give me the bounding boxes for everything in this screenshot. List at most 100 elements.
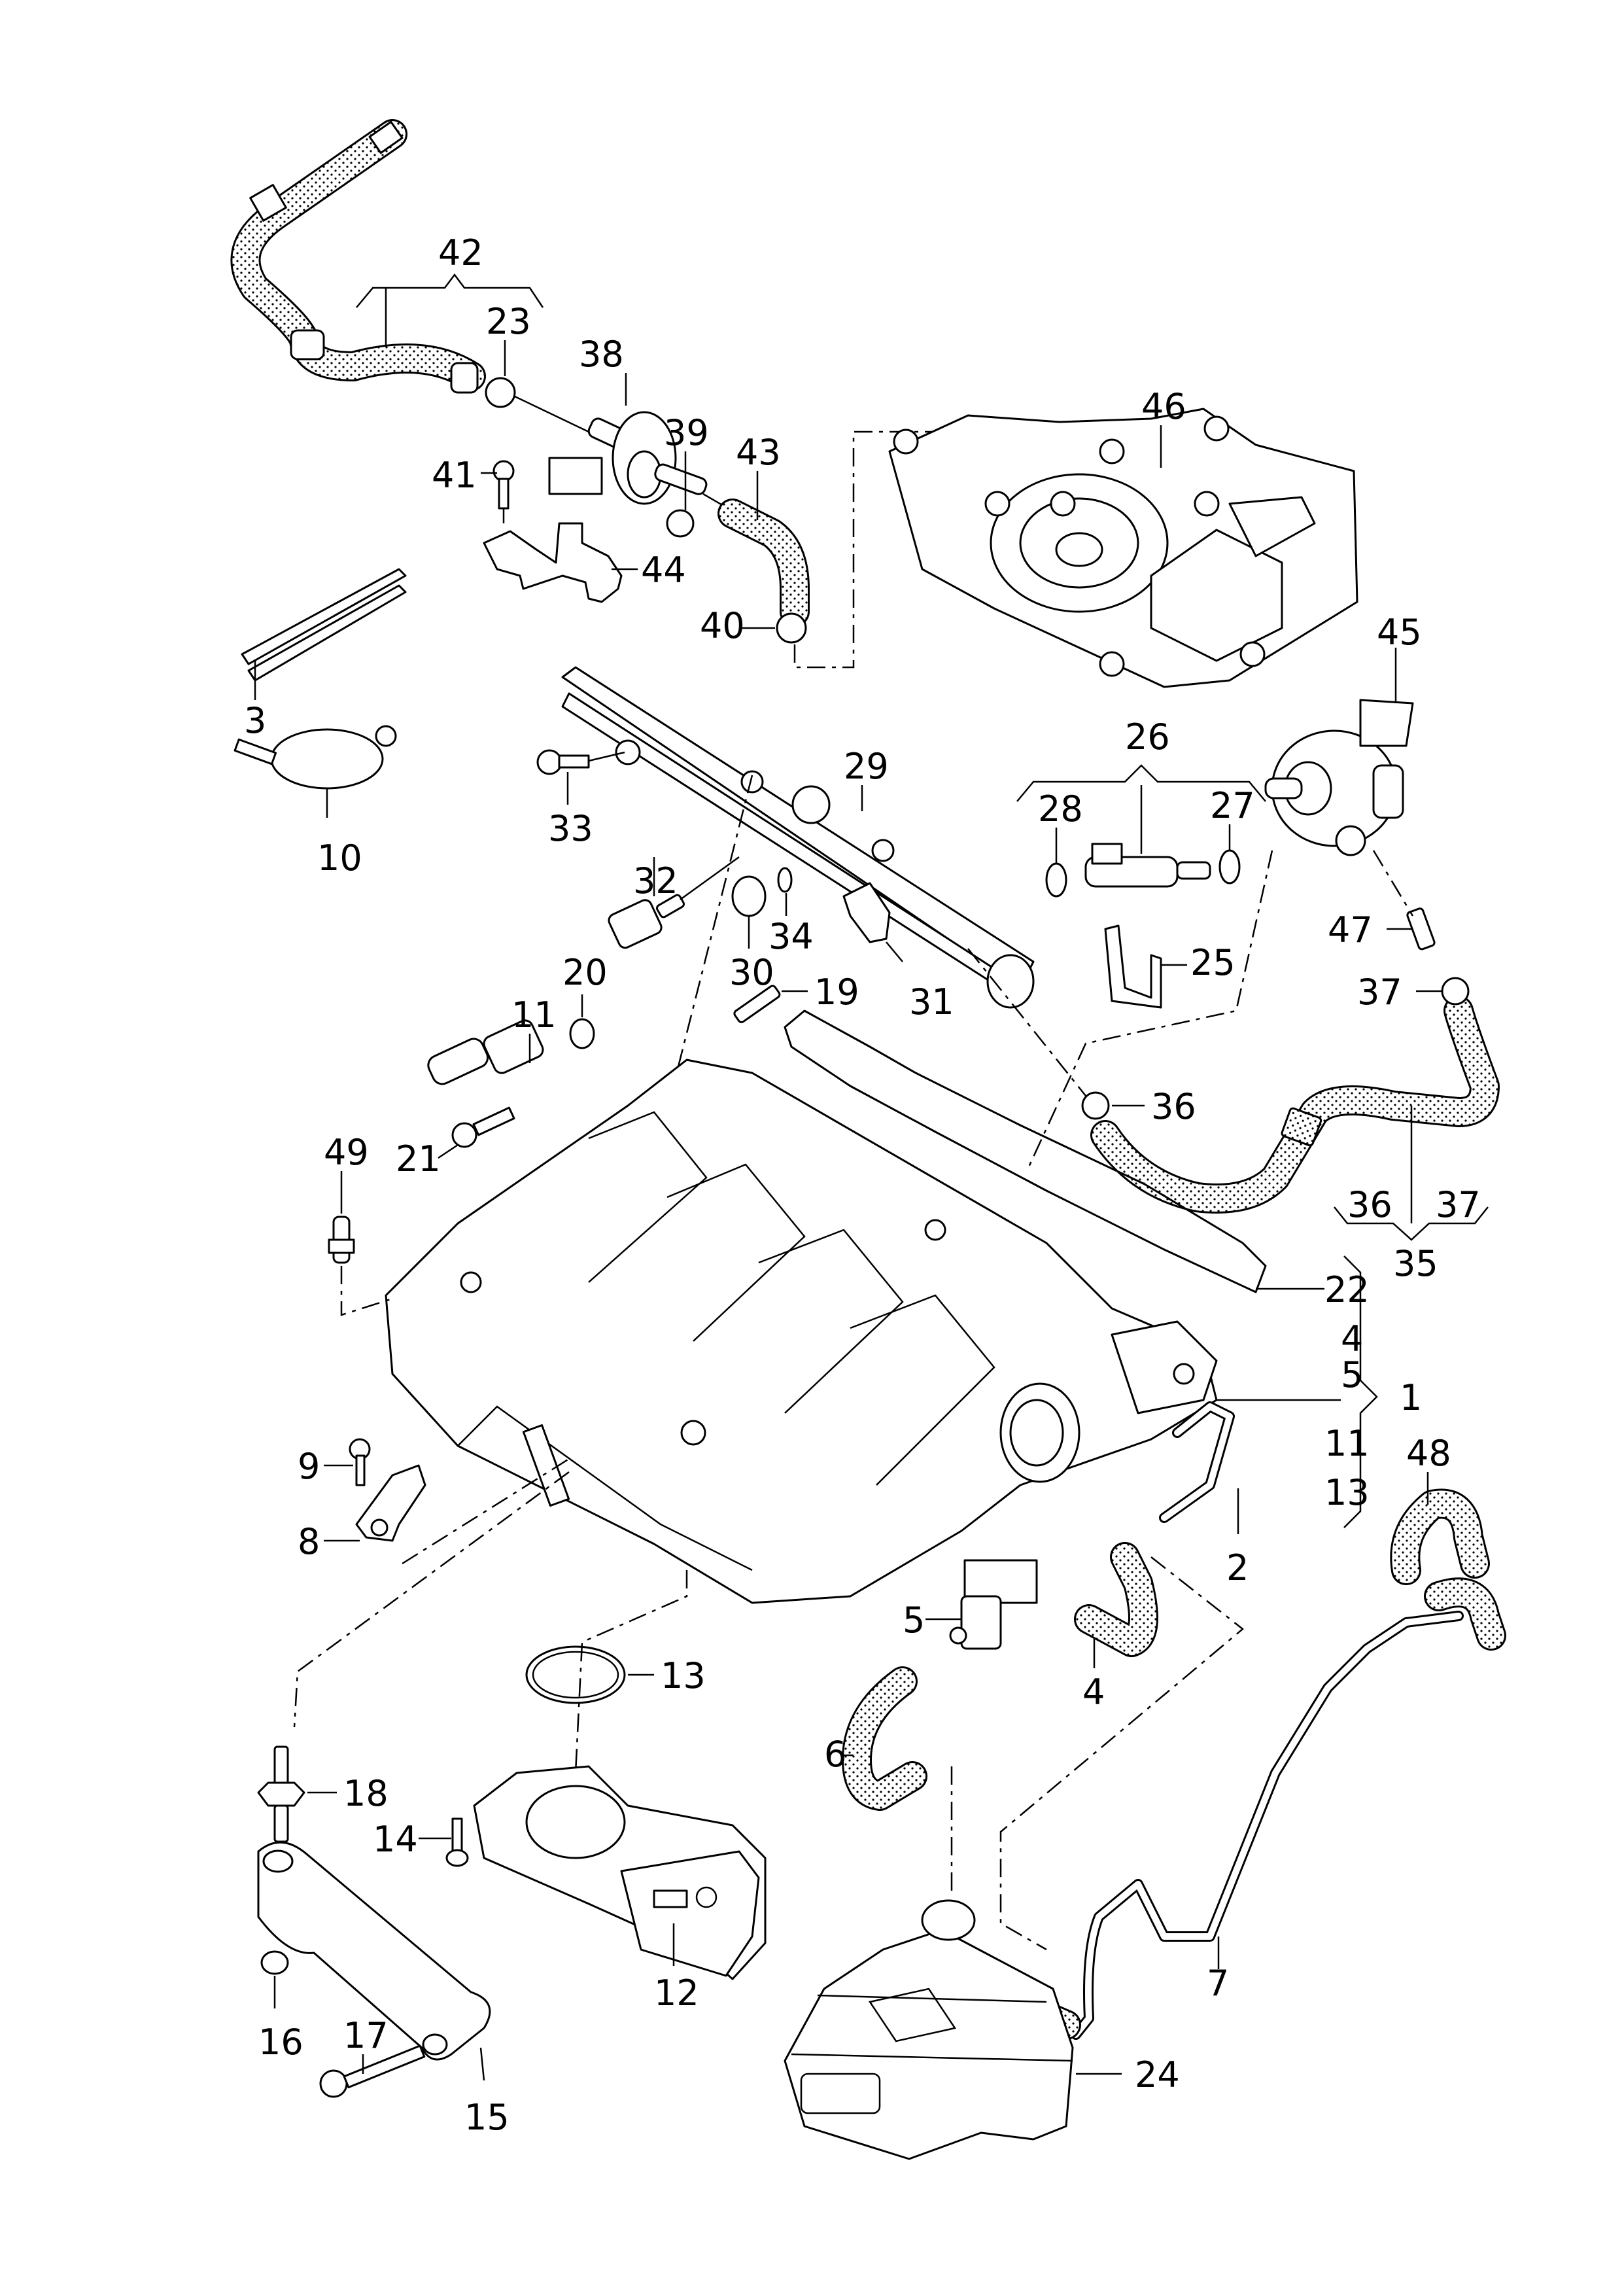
callout-labels: 42 23 38 39 43 41 44 40 3 10 46 45 26 28… [244, 232, 1481, 2138]
stud-18 [257, 1745, 305, 1843]
nut-16 [260, 1950, 289, 1975]
callout-21: 21 [396, 1138, 441, 1180]
callout-49: 49 [324, 1132, 369, 1173]
callout-29: 29 [844, 746, 889, 787]
callout-8: 8 [298, 1521, 320, 1562]
callout-14: 14 [373, 1819, 418, 1860]
hose-connector [368, 120, 404, 154]
cable-tie-3 [241, 568, 407, 682]
hose-assembly-42 [230, 119, 486, 394]
hose-48 [1390, 1488, 1506, 1651]
o-ring-34 [777, 867, 793, 893]
callout-42: 42 [438, 232, 483, 273]
stud-49 [328, 1216, 355, 1264]
callout-30: 30 [729, 952, 774, 993]
callout-6: 6 [824, 1734, 846, 1775]
callout-2: 2 [1226, 1547, 1249, 1588]
bolt-33 [536, 749, 625, 775]
callout-35: 35 [1393, 1243, 1438, 1284]
retaining-clip-25 [1104, 924, 1162, 1009]
stud-19 [733, 985, 781, 1023]
callout-38: 38 [579, 334, 624, 375]
assembly-line [402, 1458, 570, 1565]
o-ring-27 [1218, 849, 1241, 885]
callout-1-item-5: 5 [1341, 1354, 1363, 1395]
seal-31 [842, 882, 891, 943]
bolt-21 [451, 1106, 515, 1148]
hose-assembly-35 [1090, 996, 1500, 1214]
vent-pipe-7 [1028, 1611, 1464, 2040]
callout-1-item-13: 13 [1324, 1472, 1370, 1513]
assembly-line [340, 1266, 393, 1316]
hose-clamp-23 [485, 377, 589, 433]
callout-1: 1 [1400, 1377, 1422, 1418]
support-bracket-15 [257, 1841, 491, 2061]
assembly-line [640, 775, 753, 1214]
bolt-17 [319, 2044, 426, 2098]
hose-clamp-37 [1441, 977, 1470, 1006]
callout-40: 40 [700, 605, 745, 646]
bracket-26 [1016, 764, 1266, 802]
callout-37: 37 [1357, 972, 1402, 1013]
callout-24: 24 [1135, 2054, 1180, 2095]
callout-18: 18 [343, 1773, 389, 1814]
callout-9: 9 [298, 1446, 320, 1487]
hose-4 [1074, 1542, 1158, 1657]
callout-7: 7 [1207, 1963, 1229, 2004]
union-47 [1406, 907, 1436, 951]
assembly-line [1372, 850, 1414, 917]
bracket-35 [1334, 1206, 1489, 1241]
assembly-line [999, 1556, 1244, 1951]
injector-26 [1084, 843, 1211, 888]
callout-34: 34 [769, 916, 814, 957]
callout-35-item-37: 37 [1436, 1184, 1481, 1225]
sensor-11 [427, 1019, 544, 1085]
callout-44: 44 [641, 550, 686, 591]
hose-clamp-36 [1081, 1091, 1110, 1120]
assembly-line [293, 1471, 570, 1728]
callout-15: 15 [464, 2097, 510, 2138]
gasket-22 [784, 1009, 1267, 1293]
pressure-sender-32 [608, 856, 740, 949]
callout-13: 13 [661, 1655, 706, 1696]
bracket-1 [1343, 1255, 1378, 1528]
callout-46: 46 [1141, 386, 1186, 427]
callout-31: 31 [909, 981, 954, 1023]
bolt-14 [445, 1817, 469, 1867]
leader-21 [438, 1144, 458, 1159]
sensor-8 [355, 1464, 426, 1542]
callout-20: 20 [562, 952, 608, 993]
leader-31 [886, 941, 903, 962]
callout-47: 47 [1328, 909, 1373, 951]
seal-ring-13 [525, 1645, 626, 1704]
callout-35-item-36: 36 [1347, 1184, 1392, 1225]
callout-16: 16 [258, 2022, 303, 2063]
pipe-2 [1159, 1401, 1235, 1523]
callout-39: 39 [664, 412, 709, 453]
intake-manifold-1 [385, 1059, 1218, 1604]
callout-22: 22 [1324, 1269, 1370, 1310]
callout-25: 25 [1190, 942, 1235, 983]
solenoid-valve-5 [949, 1559, 1038, 1650]
callout-27: 27 [1210, 785, 1255, 826]
callout-5: 5 [903, 1600, 925, 1641]
callout-43: 43 [736, 432, 781, 473]
callout-28: 28 [1038, 788, 1083, 830]
callout-11: 11 [511, 994, 557, 1036]
callout-19: 19 [814, 972, 859, 1013]
callout-33: 33 [548, 808, 593, 849]
throttle-body-12 [473, 1765, 767, 1980]
assembly-line [967, 948, 1086, 1096]
bracket-44 [483, 522, 623, 603]
callout-32: 32 [633, 860, 678, 902]
valve-38 [548, 411, 766, 531]
assembly-line [574, 1570, 688, 1774]
callout-23: 23 [486, 301, 531, 342]
hose-6 [842, 1666, 927, 1811]
assembly-line [1026, 850, 1273, 1172]
callout-17: 17 [343, 2015, 389, 2056]
high-pressure-pump-45 [1264, 699, 1414, 856]
hose-clamp-40 [776, 612, 807, 644]
bracket-42 [356, 273, 544, 308]
